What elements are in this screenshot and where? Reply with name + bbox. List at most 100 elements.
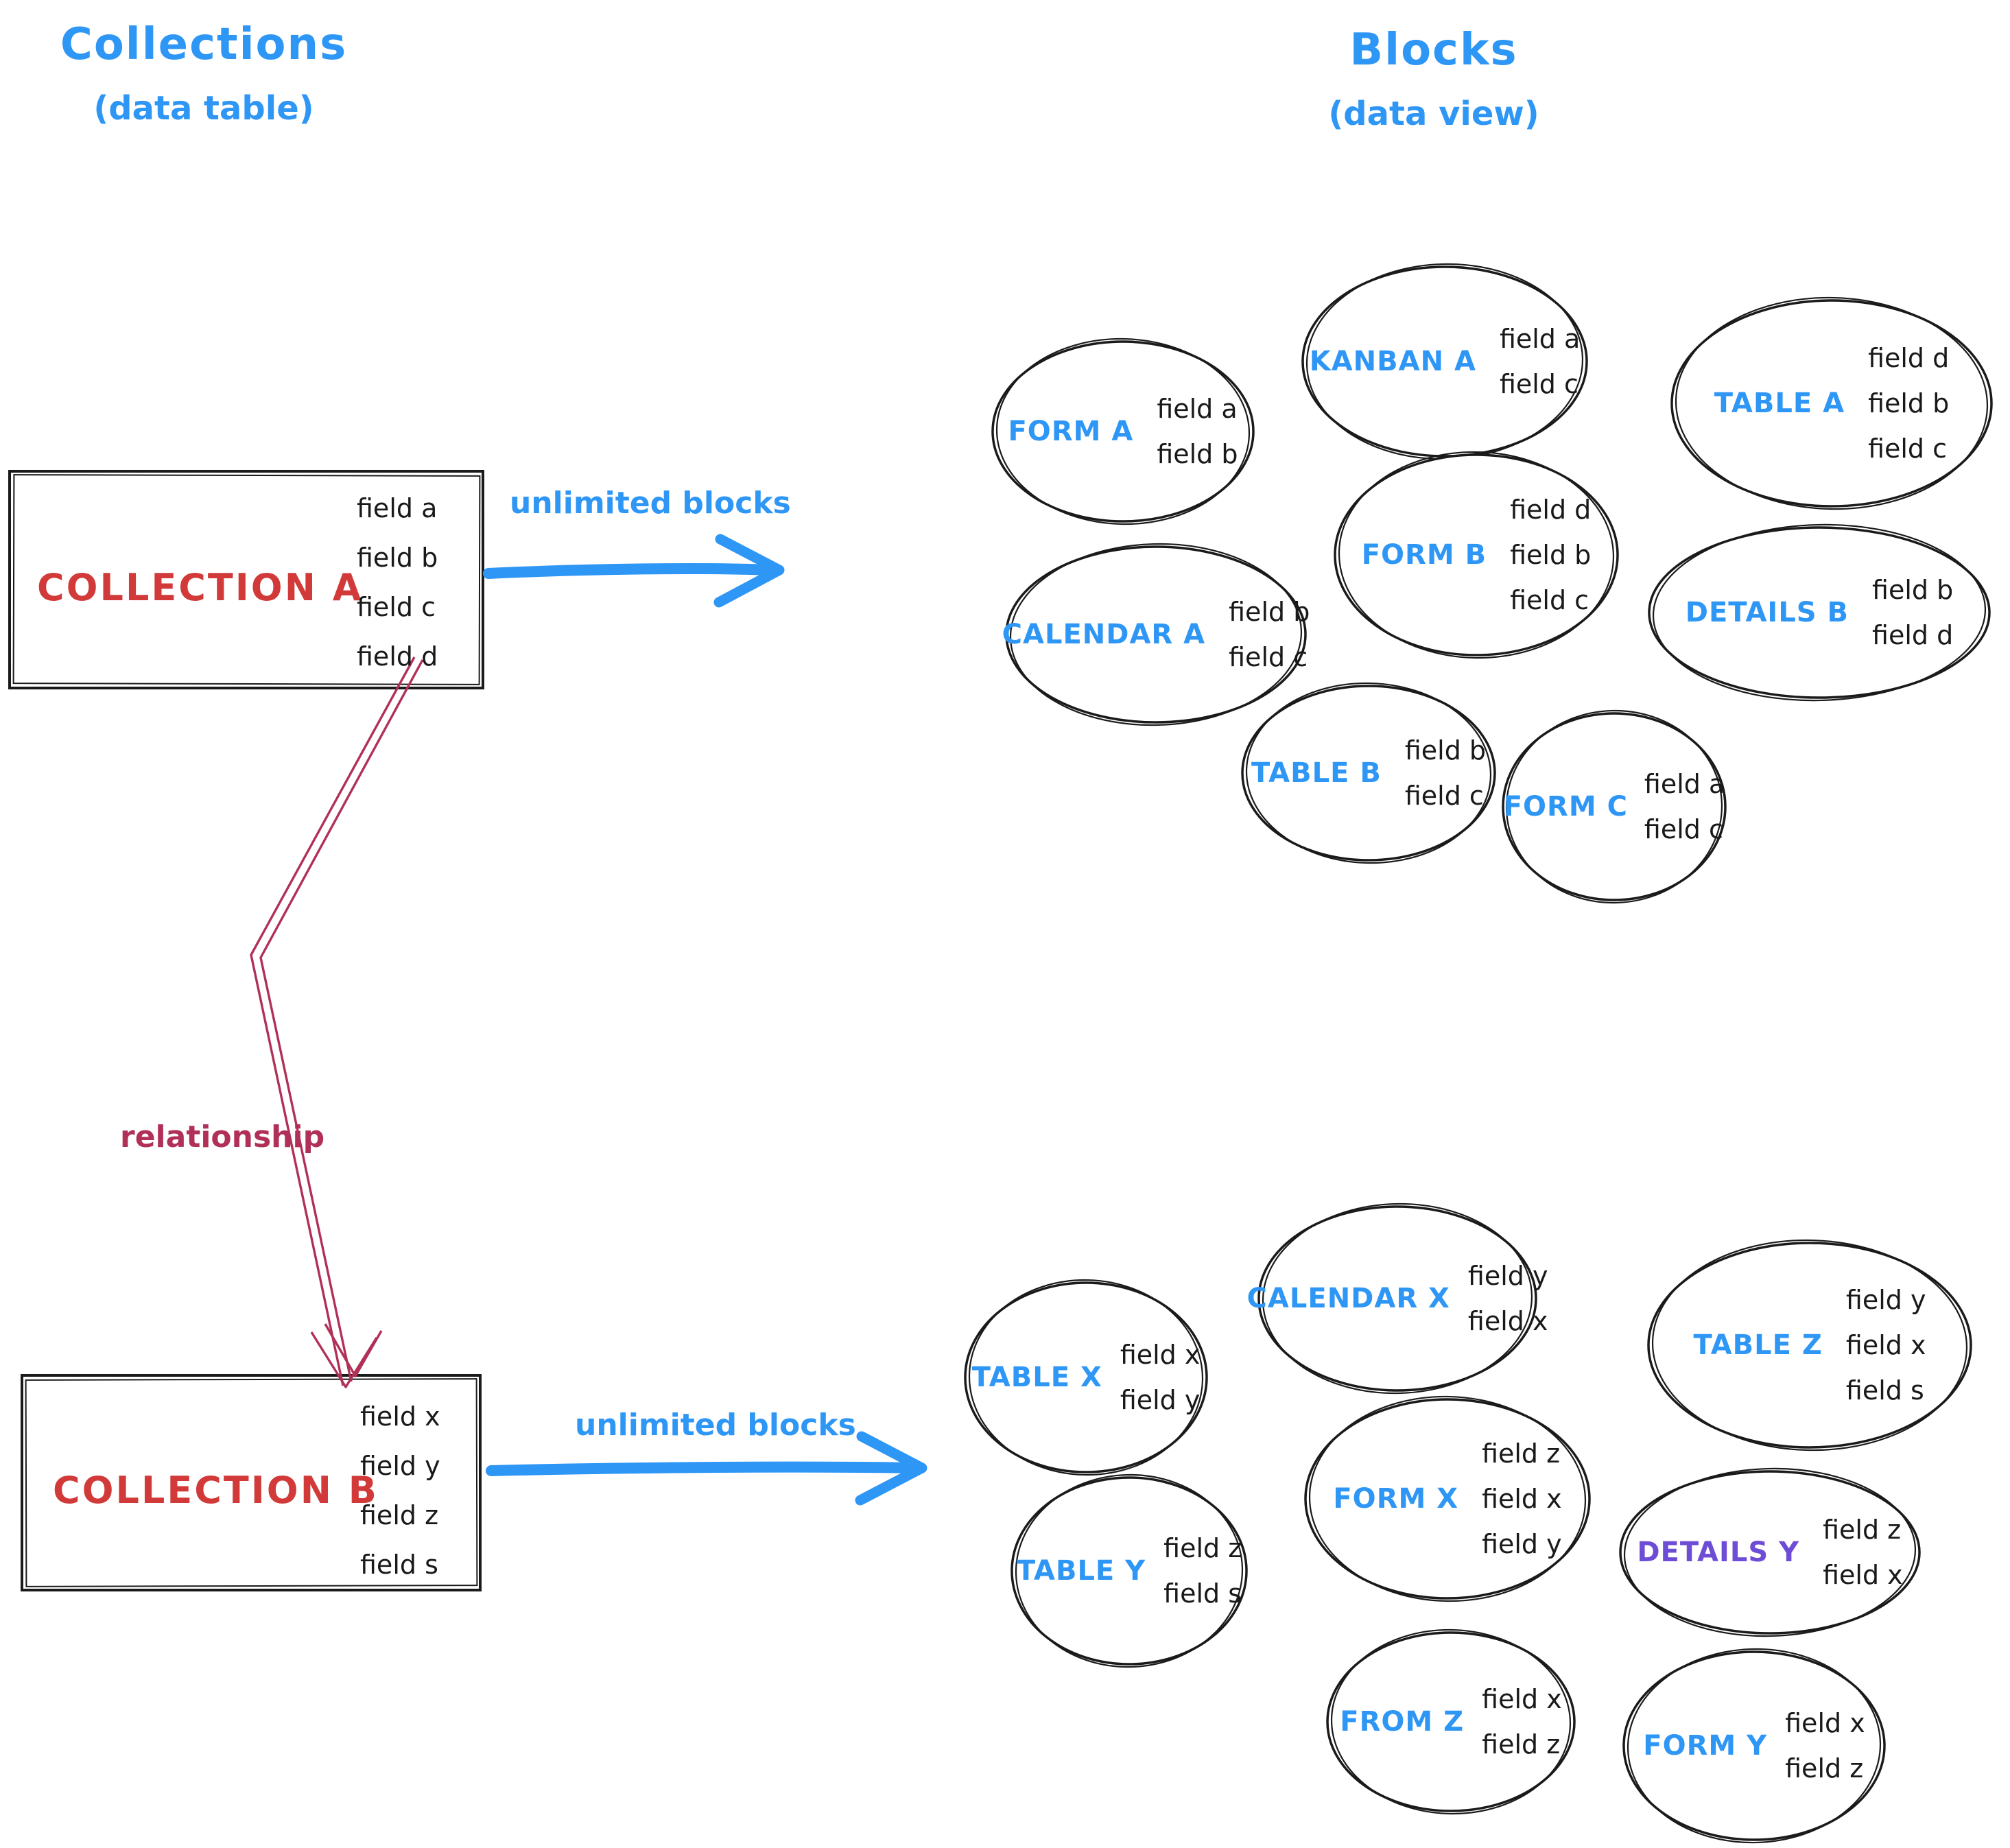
form-c-ellipse: [1502, 709, 1727, 904]
block-field: field b: [1872, 575, 1954, 605]
block-field-list: field b field d: [1872, 575, 1953, 650]
block-field-list: field z field x: [1823, 1515, 1903, 1590]
block-field: field x: [1467, 1306, 1548, 1336]
block-form-b: FORM B field d field b field c: [1335, 455, 1618, 655]
block-calendar-a: CALENDAR A field b field c: [1002, 547, 1310, 722]
block-field-list: field b field c: [1229, 597, 1310, 672]
block-field-list: field x field z: [1482, 1684, 1562, 1760]
block-name: FROM Z: [1340, 1706, 1465, 1738]
block-name: FORM A: [1008, 416, 1134, 447]
collections-subtitle: (data table): [93, 89, 314, 128]
block-field: field s: [1845, 1375, 1924, 1406]
block-field: field x: [1482, 1684, 1562, 1714]
block-table-x: TABLE X field x field y: [965, 1283, 1207, 1472]
blocks-title: Blocks: [1349, 25, 1518, 75]
block-field: field s: [1163, 1578, 1242, 1609]
block-details-y: DETAILS Y field z field x: [1620, 1471, 1919, 1633]
form-x-ellipse: [1304, 1395, 1591, 1602]
block-table-y: TABLE Y field z field s: [1012, 1478, 1246, 1664]
block-field: field c: [1644, 814, 1723, 844]
block-field: field c: [1229, 642, 1308, 672]
block-field-list: field a field c: [1500, 324, 1580, 399]
collection-b-box: [21, 1374, 482, 1591]
block-field-list: field y field x field s: [1846, 1285, 1926, 1406]
table-x-ellipse: [964, 1279, 1208, 1476]
block-kanban-a: KANBAN A field a field c: [1303, 267, 1587, 456]
block-field-list: field a field c: [1644, 769, 1725, 844]
form-y-ellipse: [1622, 1648, 1886, 1844]
block-field: field x: [1482, 1484, 1562, 1514]
collection-field-list: field x field y field z field s: [360, 1401, 440, 1580]
block-form-c: FORM C field a field c: [1503, 713, 1725, 900]
block-field-list: field d field b field c: [1868, 343, 1949, 464]
block-table-b: TABLE B field b field c: [1242, 686, 1495, 860]
block-name: TABLE Z: [1693, 1329, 1823, 1361]
block-field: field b: [1157, 439, 1238, 469]
collection-a-box: [8, 470, 484, 689]
collection-b: COLLECTION B field x field y field z fie…: [22, 1375, 480, 1590]
block-field-list: field z field s: [1163, 1533, 1242, 1609]
collection-field: field d: [357, 641, 438, 672]
collection-field-list: field a field b field c field d: [357, 493, 438, 672]
table-a-ellipse: [1670, 296, 1993, 510]
block-name: FORM X: [1333, 1483, 1459, 1515]
block-field: field y: [1120, 1385, 1201, 1415]
block-table-z: TABLE Z field y field x field s: [1648, 1243, 1971, 1447]
block-field: field d: [1872, 620, 1954, 650]
block-name: TABLE A: [1714, 388, 1845, 419]
block-form-x: FORM X field z field x field y: [1305, 1399, 1589, 1598]
block-field: field z: [1163, 1533, 1242, 1563]
table-b-ellipse: [1241, 682, 1496, 864]
block-form-y: FORM Y field x field z: [1624, 1652, 1884, 1840]
block-name: KANBAN A: [1309, 346, 1476, 377]
calendar-x-ellipse: [1257, 1203, 1537, 1395]
block-field: field x: [1120, 1340, 1201, 1370]
block-field: field z: [1785, 1753, 1864, 1784]
table-y-ellipse: [1010, 1473, 1248, 1668]
collection-field: field b: [357, 543, 438, 573]
block-field-list: field a field b: [1157, 394, 1238, 469]
block-field: field y: [1467, 1261, 1548, 1291]
block-field: field a: [1157, 394, 1238, 424]
block-field: field y: [1845, 1285, 1926, 1315]
collections-header: Collections (data table): [43, 19, 365, 128]
block-field: field b: [1510, 540, 1592, 570]
block-calendar-x: CALENDAR X field y field x: [1247, 1207, 1548, 1390]
block-name: CALENDAR A: [1002, 619, 1206, 650]
kanban-a-ellipse: [1301, 263, 1588, 460]
collection-field: field x: [360, 1401, 440, 1432]
relationship-arrow: [250, 656, 424, 1388]
block-field: field a: [1499, 324, 1581, 354]
block-field-list: field y field x: [1468, 1261, 1548, 1336]
block-field-list: field x field y: [1120, 1340, 1201, 1415]
block-field: field c: [1499, 369, 1579, 399]
details-b-ellipse: [1648, 523, 1991, 702]
from-z-ellipse: [1326, 1628, 1576, 1815]
relationship-label: relationship: [120, 1120, 325, 1154]
collection-field: field z: [360, 1500, 439, 1530]
block-name: TABLE B: [1251, 757, 1382, 789]
block-from-z: FROM Z field x field z: [1327, 1633, 1574, 1811]
form-a-ellipse: [991, 337, 1255, 525]
block-field: field x: [1845, 1330, 1926, 1360]
unlimited-blocks-label-top: unlimited blocks: [510, 486, 791, 521]
block-name: CALENDAR X: [1246, 1283, 1450, 1314]
unlimited-blocks-label-bottom: unlimited blocks: [575, 1408, 856, 1443]
form-b-ellipse: [1334, 451, 1619, 659]
block-table-a: TABLE A field d field b field c: [1672, 300, 1991, 506]
block-field: field b: [1404, 735, 1487, 766]
block-name: TABLE X: [971, 1362, 1102, 1393]
collection-a: COLLECTION A field a field b field c fie…: [10, 471, 483, 688]
block-name: FORM C: [1503, 791, 1628, 822]
block-field: field d: [1868, 343, 1950, 373]
collection-name: COLLECTION B: [53, 1469, 379, 1512]
collection-field: field c: [357, 592, 436, 622]
collection-field: field a: [357, 493, 438, 523]
block-field: field y: [1482, 1529, 1562, 1559]
block-field: field x: [1785, 1708, 1865, 1738]
block-field: field c: [1868, 434, 1948, 464]
block-name: TABLE Y: [1016, 1555, 1146, 1587]
block-field: field z: [1823, 1515, 1902, 1545]
calendar-a-ellipse: [1005, 543, 1307, 726]
